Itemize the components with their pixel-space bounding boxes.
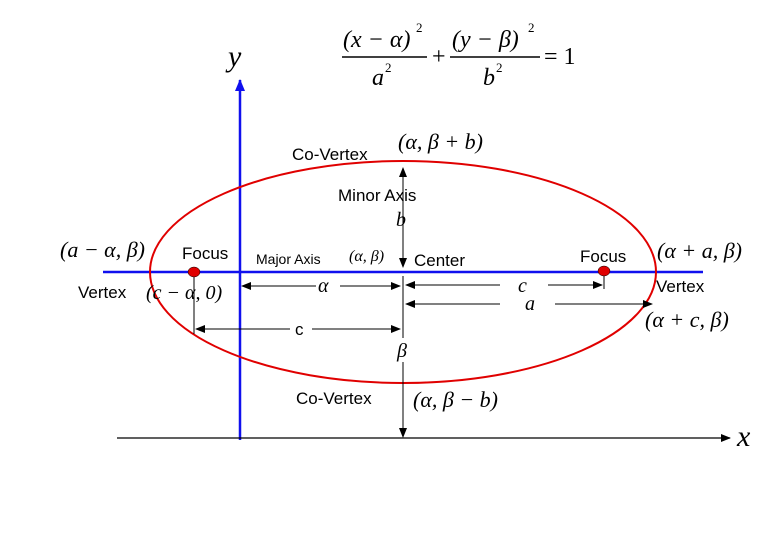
- equation-exponent-2: 2: [528, 20, 535, 35]
- right-vertex-label: Vertex: [656, 277, 705, 296]
- minor-axis-label: Minor Axis: [338, 186, 416, 205]
- equation-exponent-1: 2: [416, 20, 423, 35]
- left-focus-coord: (c − α, 0): [146, 282, 223, 304]
- alpha-label: α: [318, 275, 329, 297]
- equation-den-exponent-2: 2: [496, 60, 503, 75]
- equation-denominator-1: a: [372, 65, 384, 91]
- major-axis-label: Major Axis: [256, 251, 321, 267]
- c-lower-label: c: [295, 320, 304, 339]
- center-coord: (α, β): [349, 248, 384, 265]
- y-axis-label: y: [225, 40, 242, 73]
- c-upper-label: c: [518, 275, 527, 297]
- left-focus-label: Focus: [182, 244, 228, 263]
- co-vertex-bottom-label: Co-Vertex: [296, 389, 372, 408]
- equation-denominator-2: b: [483, 65, 495, 91]
- equation-numerator-2: (y − β): [452, 27, 519, 53]
- ellipse-equation: (x − α) 2 a 2 + (y − β) 2 b 2 = 1: [342, 20, 576, 91]
- center-label: Center: [414, 251, 465, 270]
- right-vertex-coord: (α + a, β): [657, 238, 742, 263]
- right-focus-coord: (α + c, β): [645, 307, 729, 332]
- minor-axis-b-label: b: [396, 209, 406, 231]
- co-vertex-top-label: Co-Vertex: [292, 145, 368, 164]
- x-axis-label: x: [736, 420, 751, 453]
- co-vertex-top-coord: (α, β + b): [398, 129, 483, 154]
- left-focus-dot: [187, 266, 201, 278]
- left-vertex-coord: (a − α, β): [60, 237, 145, 262]
- equation-numerator-1: (x − α): [343, 27, 410, 53]
- equation-rhs: = 1: [544, 44, 576, 70]
- beta-label: β: [396, 340, 407, 362]
- left-vertex-label: Vertex: [78, 283, 127, 302]
- equation-plus: +: [432, 44, 446, 70]
- right-focus-label: Focus: [580, 247, 626, 266]
- a-label: a: [525, 293, 535, 315]
- right-focus-dot: [597, 265, 611, 277]
- equation-den-exponent-1: 2: [385, 60, 392, 75]
- co-vertex-bottom-coord: (α, β − b): [413, 387, 498, 412]
